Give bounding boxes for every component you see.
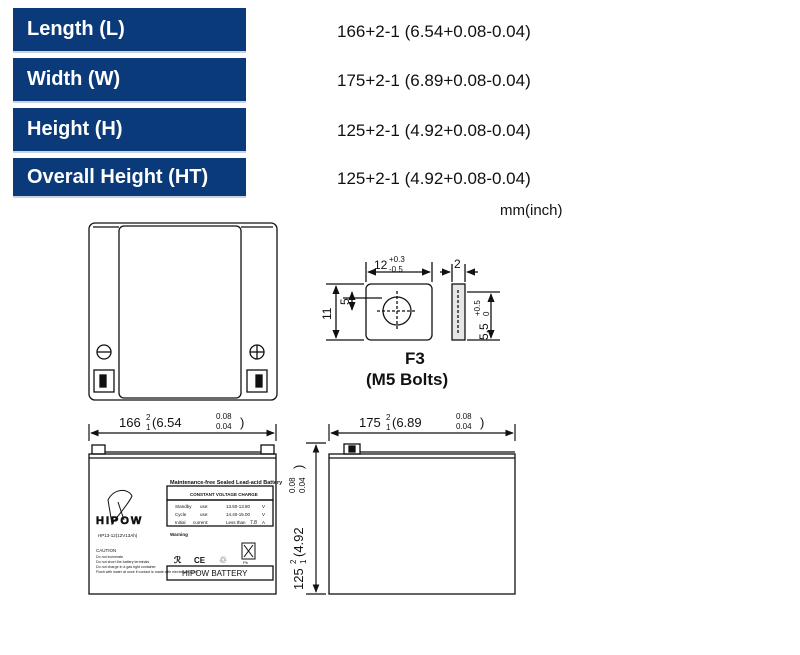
length-dim: 166: [119, 415, 141, 430]
label-brand: HIPOW BATTERY: [182, 569, 248, 578]
terminal-thickness-dim: 2: [454, 257, 461, 271]
terminal-subtitle: (M5 Bolts): [366, 370, 448, 389]
length-dimension-text: 166 2 1 (6.54 0.08 0.04 ): [119, 412, 244, 432]
terminal-labels: 12 +0.3 -0.5 2 11 5 5.5 +0.5 0 F3 (M5 Bo…: [320, 255, 491, 389]
spec-label-height: Height (H): [13, 108, 246, 153]
terminal-depth-dim: 5.5: [477, 323, 491, 340]
terminal-width-dim: 12: [374, 258, 388, 272]
width-close: ): [480, 415, 484, 430]
recycle-icon: ♲: [219, 555, 227, 565]
label-row3-name: Initial: [175, 520, 186, 525]
length-inch: (6.54: [152, 415, 182, 430]
height-inch-sup: 0.08: [288, 477, 297, 493]
label-caution-line-4: Flush with water at once if contact is m…: [96, 570, 198, 574]
battery-side-view: [328, 443, 516, 595]
label-row3-unit: A: [262, 520, 265, 525]
terminal-height-dim: 11: [320, 307, 334, 320]
battery-top-view: [88, 222, 278, 401]
height-tol-sup: 2: [289, 559, 298, 564]
battery-label-text: Maintenance-free Sealed Lead-acid Batter…: [96, 480, 283, 578]
width-inch-sup: 0.08: [456, 412, 472, 421]
height-dim: 125: [291, 568, 306, 590]
units-label: mm(inch): [500, 202, 563, 219]
battery-front-view: [88, 444, 277, 595]
terminal-depth-tol-plus: +0.5: [473, 300, 482, 316]
label-model: HP13-12(12V13Ah): [98, 533, 138, 538]
label-title: Maintenance-free Sealed Lead-acid Batter…: [170, 480, 283, 486]
width-dimension: [328, 424, 516, 441]
terminal-title: F3: [405, 349, 425, 368]
label-warning: Warning: [170, 532, 188, 537]
spec-value-width: 175+2-1 (6.89+0.08-0.04): [337, 71, 531, 90]
ce-mark-icon: CE: [194, 556, 206, 565]
spec-label-overall-height: Overall Height (HT): [13, 158, 246, 198]
spec-value-overall-height: 125+2-1 (4.92+0.08-0.04): [337, 169, 531, 188]
pb-recycle-icon: [241, 542, 256, 560]
label-charge-header: CONSTANT VOLTAGE CHARGE: [190, 492, 258, 497]
length-dimension: [88, 424, 277, 441]
label-row1-unit: V: [262, 504, 265, 509]
spec-value-height: 125+2-1 (4.92+0.08-0.04): [337, 121, 531, 140]
label-row1-name: Standby: [175, 504, 192, 509]
label-row3-amp: 7.8: [250, 520, 257, 526]
width-inch-sub: 0.04: [456, 422, 472, 431]
label-row3-val: Less than: [226, 520, 246, 525]
spec-label-length: Length (L): [13, 8, 246, 53]
width-tol-sup: 2: [386, 413, 391, 422]
label-logo: HIPOW: [96, 515, 143, 527]
label-caution-line-3: Do not charge in a gas tight container: [96, 565, 157, 569]
terminal-hole-dim: 5: [338, 298, 352, 305]
width-tol-sub: 1: [386, 423, 391, 432]
width-inch: (6.89: [392, 415, 422, 430]
width-dimension-text: 175 2 1 (6.89 0.08 0.04 ): [359, 412, 484, 432]
length-inch-sup: 0.08: [216, 412, 232, 421]
height-dimension: [306, 442, 326, 595]
spec-label-width: Width (W): [13, 58, 246, 103]
length-tol-sub: 1: [146, 423, 151, 432]
label-row1-use: use:: [200, 504, 209, 509]
ul-mark-icon: ℛ: [174, 555, 182, 565]
terminal-width-tol-plus: +0.3: [389, 255, 405, 264]
spec-value-length: 166+2-1 (6.54+0.08-0.04): [337, 22, 531, 41]
label-caution-line-2: Do not short the battery terminals: [96, 560, 149, 564]
label-pb: Pb: [243, 560, 249, 565]
label-caution-line-1: Do not incinerate: [96, 555, 123, 559]
height-inch: (4.92: [291, 527, 306, 557]
height-dimension-text: 125 2 1 (4.92 0.08 0.04 ): [288, 465, 308, 590]
label-caution: CAUTION: [96, 548, 116, 553]
height-tol-sub: 1: [299, 559, 308, 564]
label-row1-val: 13.50-13.80: [226, 504, 251, 509]
label-row2-val: 14.40-15.00: [226, 512, 251, 517]
length-close: ): [240, 415, 244, 430]
terminal-width-tol-minus: -0.5: [389, 265, 403, 274]
length-tol-sup: 2: [146, 413, 151, 422]
label-row2-use: use:: [200, 512, 209, 517]
height-close: ): [291, 465, 306, 469]
width-dim: 175: [359, 415, 381, 430]
height-inch-sub: 0.04: [298, 477, 307, 493]
label-row2-unit: V: [262, 512, 265, 517]
terminal-depth-tol-minus: 0: [482, 311, 491, 316]
battery-front-icons: ℛ CE ♲: [174, 555, 227, 565]
label-row3-use: current:: [193, 520, 208, 525]
length-inch-sub: 0.04: [216, 422, 232, 431]
terminal-detail: [326, 262, 500, 341]
label-row2-name: Cycle: [175, 512, 187, 517]
